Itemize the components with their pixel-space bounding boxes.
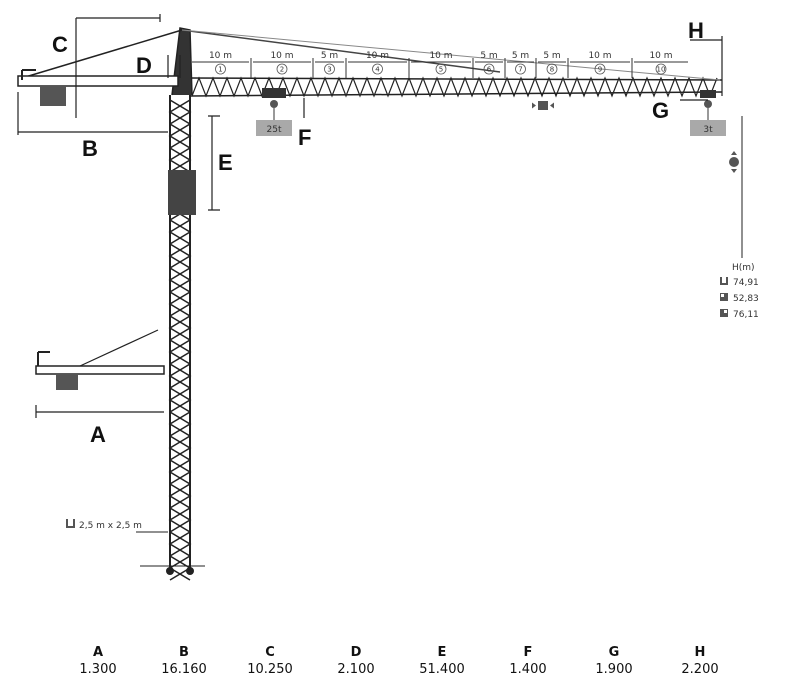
tower-mast: [166, 95, 194, 581]
dimension-key: D: [350, 645, 362, 660]
trolley-tip-load: 3t: [690, 90, 726, 136]
dimension-value: 2.200: [681, 662, 719, 677]
dimension-F: F 1.400: [485, 645, 571, 677]
tip-load-label: 3t: [703, 125, 713, 135]
label-C: C: [52, 32, 68, 57]
max-load-label: 25t: [267, 125, 282, 135]
dimension-H: H 2.200: [657, 645, 743, 677]
segment-number: 10: [657, 66, 666, 74]
segment-number-circle: [276, 63, 288, 75]
segment-number-circle: [215, 63, 226, 75]
height-value: 52,83: [733, 294, 759, 304]
dimension-value: 1.300: [79, 662, 117, 677]
dimension-value: 1.400: [509, 662, 547, 677]
label-H: H: [688, 18, 704, 43]
segment-number-circle: [546, 63, 558, 75]
segment-number: 2: [280, 66, 284, 74]
segment-length: 5 m: [512, 51, 529, 61]
segment-number: 6: [487, 66, 492, 74]
segment-length: 5 m: [480, 51, 497, 61]
segment-length: 10 m: [209, 51, 232, 61]
label-B: B: [82, 136, 98, 161]
dimension-value: 51.400: [419, 662, 465, 677]
lower-counter-jib: [35, 329, 165, 390]
segment-number: 7: [518, 66, 522, 74]
dimensions-table: A 1.300 B 16.160 C 10.250 D 2.100 E 51.400 F 1.400 G…: [55, 645, 755, 677]
height-title: H(m): [732, 263, 755, 273]
dimension-C: C 10.250: [227, 645, 313, 677]
height-value: 74,91: [733, 278, 759, 288]
label-F: F: [298, 125, 311, 150]
jib-segments: 10 m 1 10 m 2 5 m 3 10 m 4 10 m 5 5 m 6 5 m 7 5 m 8 10 m…: [189, 51, 688, 78]
segment-number-circle: [324, 63, 335, 75]
jib-segment: 10 m 9: [567, 51, 630, 78]
trolley-max-load: 25t: [256, 88, 292, 136]
height-legend: H(m) 74,91 52,83 76,11: [720, 263, 759, 320]
jib-segment: 5 m 7: [504, 51, 534, 78]
dimension-key: F: [523, 645, 533, 660]
segment-length: 5 m: [543, 51, 560, 61]
jib-segment: 10 m 1: [189, 51, 249, 78]
label-A: A: [90, 422, 106, 447]
jib-segment: 10 m 2: [250, 51, 311, 78]
segment-length: 10 m: [588, 51, 611, 61]
jib-segment: 5 m 3: [312, 51, 344, 78]
segment-number-circle: [594, 63, 606, 75]
dimension-value: 10.250: [247, 662, 293, 677]
dimension-key: H: [694, 645, 706, 660]
counter-jib: [17, 69, 179, 106]
segment-number-circle: [372, 63, 383, 75]
jib-segment: 10 m 10: [631, 51, 688, 78]
mast-section-label: 2,5 m x 2,5 m: [66, 519, 168, 533]
jib-segment: 10 m 5: [408, 51, 471, 78]
dimension-value: 16.160: [161, 662, 207, 677]
jib-segment: 5 m 6: [472, 51, 503, 78]
dimension-key: A: [92, 645, 104, 660]
segment-number-circle: [435, 63, 447, 75]
segment-length: 10 m: [270, 51, 293, 61]
trolley-move-icon: [532, 101, 554, 110]
segment-length: 5 m: [321, 51, 338, 61]
segment-number: 3: [327, 66, 331, 74]
segment-length: 10 m: [429, 51, 452, 61]
segment-number: 5: [439, 66, 443, 74]
segment-number-circle: [515, 63, 526, 75]
segment-number: 4: [375, 66, 380, 74]
jib-segment: 5 m 8: [535, 51, 566, 78]
mast-section-text: 2,5 m x 2,5 m: [79, 521, 142, 531]
dimension-G: G 1.900: [571, 645, 657, 677]
segment-length: 10 m: [649, 51, 672, 61]
jib-segment: 10 m 4: [345, 51, 407, 78]
dimension-D: D 2.100: [313, 645, 399, 677]
segment-number: 8: [550, 66, 554, 74]
dimension-key: B: [179, 645, 189, 660]
label-E: E: [218, 150, 233, 175]
dimension-B: B 16.160: [141, 645, 227, 677]
dimension-lines: [17, 14, 723, 418]
segment-number: 9: [598, 66, 602, 74]
dimension-key: G: [608, 645, 620, 660]
segment-number-circle: [483, 63, 495, 75]
hoist-move-icon: [729, 151, 739, 173]
dimension-value: 2.100: [337, 662, 375, 677]
dimension-A: A 1.300: [55, 645, 141, 677]
dimension-value: 1.900: [595, 662, 633, 677]
label-G: G: [652, 98, 669, 123]
dimension-E: E 51.400: [399, 645, 485, 677]
dimension-key: E: [437, 645, 447, 660]
segment-number-circle: [655, 63, 667, 75]
label-D: D: [136, 53, 152, 78]
segment-number: 1: [218, 66, 222, 74]
climbing-frame: [168, 170, 196, 215]
dimension-key: C: [265, 645, 275, 660]
segment-length: 10 m: [366, 51, 389, 61]
height-value: 76,11: [733, 310, 759, 320]
